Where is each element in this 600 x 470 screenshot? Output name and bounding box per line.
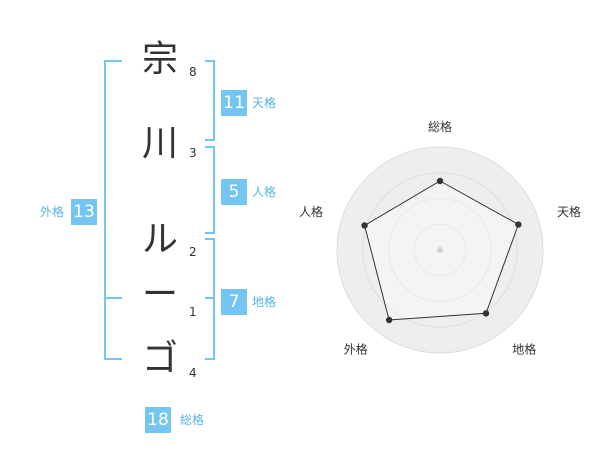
radar-axis-label-1: 総格 xyxy=(428,119,452,134)
radar-axis-label-2: 天格 xyxy=(557,204,581,219)
radar-axis-label-5: 人格 xyxy=(299,204,323,219)
tenkaku-bracket xyxy=(205,60,215,141)
chikaku-bracket-divider xyxy=(205,297,215,299)
radar-ring-1 xyxy=(413,223,467,277)
name-char-3: ル xyxy=(141,219,178,260)
jinkaku-label: 人格 xyxy=(252,185,277,199)
radar-ring-2 xyxy=(388,198,492,302)
gaikaku-label: 外格 xyxy=(40,205,65,219)
tenkaku-badge: 11 xyxy=(221,90,247,116)
gaikaku-bracket-divider xyxy=(104,297,122,299)
name-char-4: ー xyxy=(141,274,178,315)
chikaku-badge: 7 xyxy=(221,289,247,315)
tenkaku-label: 天格 xyxy=(252,96,277,110)
radar-point-3 xyxy=(482,310,490,317)
jinkaku-bracket xyxy=(205,146,215,234)
radar-point-1 xyxy=(436,177,444,185)
stroke-count-3: 2 xyxy=(189,245,197,259)
stroke-count-1: 8 xyxy=(189,65,197,79)
radar-axis-label-4: 外格 xyxy=(344,342,368,357)
name-char-2: 川 xyxy=(141,123,178,164)
radar-axis-label-3: 地格 xyxy=(512,342,536,357)
radar-center-dot xyxy=(437,247,443,253)
stroke-count-2: 3 xyxy=(189,146,197,160)
gaikaku-badge: 13 xyxy=(71,199,97,225)
radar-point-2 xyxy=(515,221,522,228)
chikaku-label: 地格 xyxy=(252,295,277,309)
jinkaku-badge: 5 xyxy=(221,179,247,205)
gaikaku-bracket xyxy=(104,60,122,360)
soukaku-badge: 18 xyxy=(145,407,171,433)
stroke-count-4: 1 xyxy=(189,305,197,319)
stroke-count-5: 4 xyxy=(189,366,197,380)
name-char-1: 宗 xyxy=(141,39,178,80)
radar-point-4 xyxy=(385,316,393,324)
radar-point-5 xyxy=(361,222,368,229)
name-char-5: ゴ xyxy=(141,338,178,379)
radar-polygon xyxy=(364,180,520,321)
soukaku-label: 総格 xyxy=(180,413,205,427)
chikaku-bracket xyxy=(205,238,215,360)
radar-ring-3 xyxy=(362,172,518,328)
